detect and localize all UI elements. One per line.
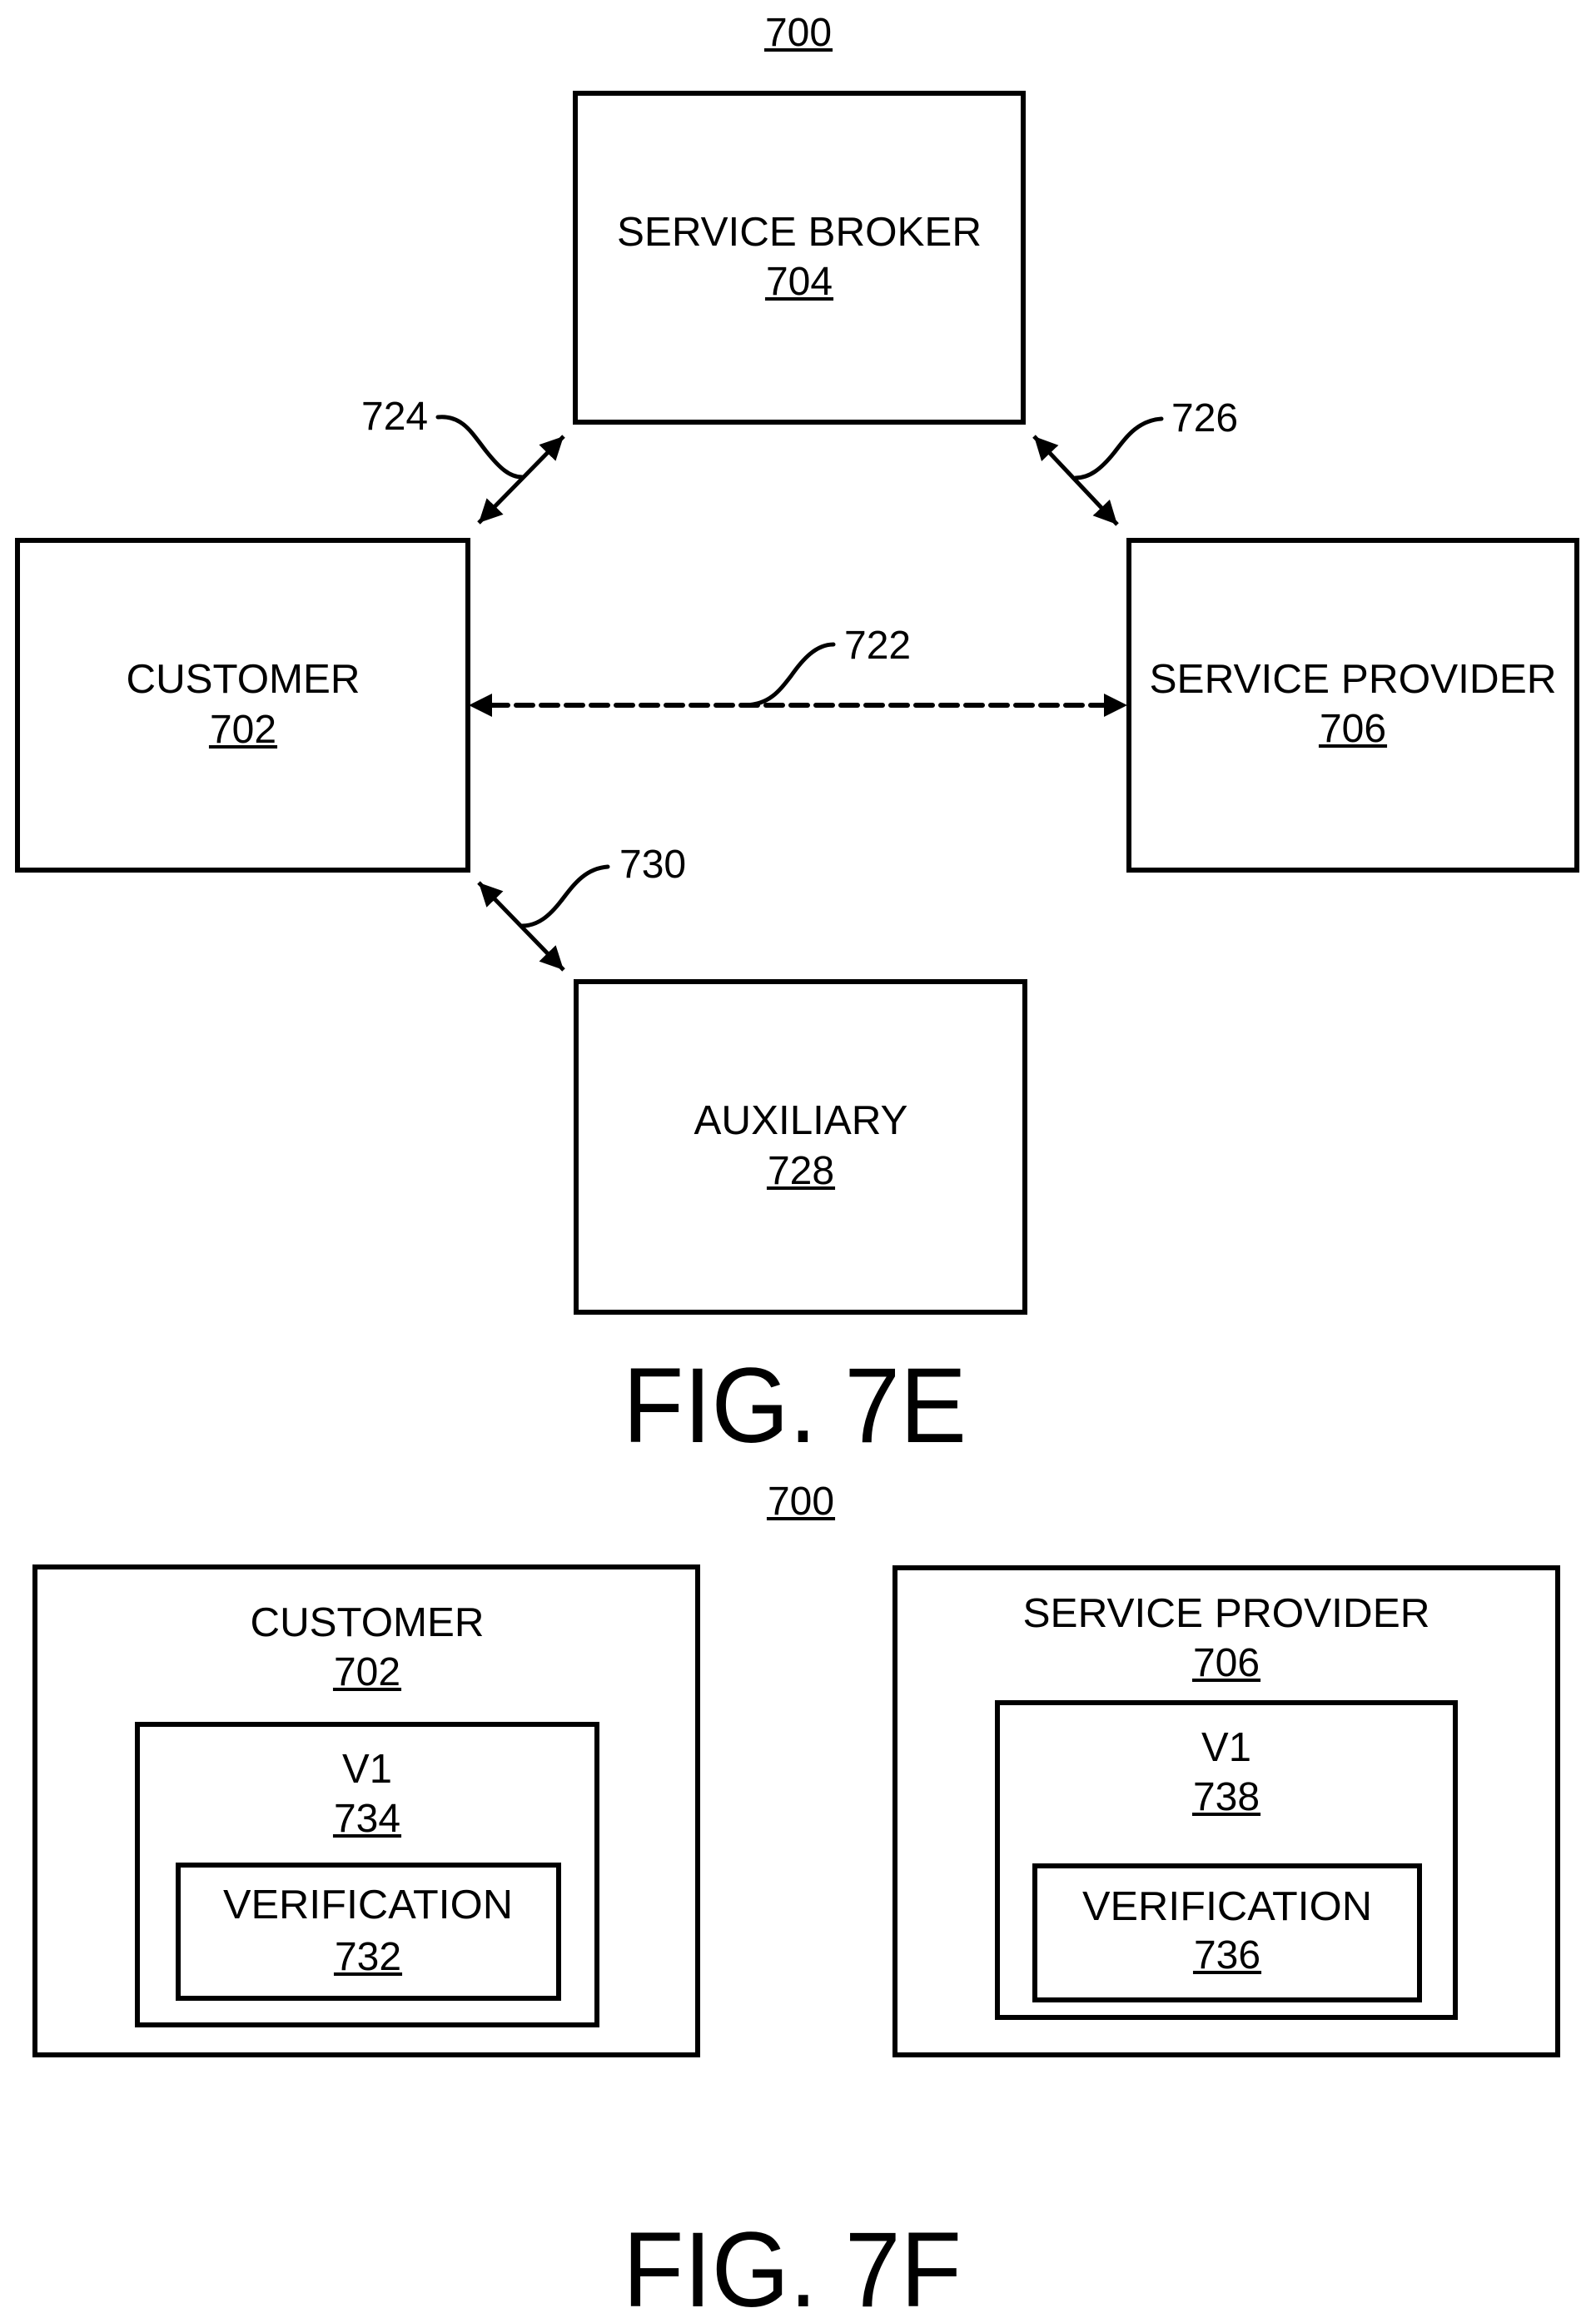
connection-ref-724: 724 <box>361 395 428 439</box>
service-provider-verification-block: VERIFICATION 736 <box>1035 1866 1419 2000</box>
customer-verification-label: VERIFICATION <box>223 1883 513 1928</box>
service-provider-verification-label: VERIFICATION <box>1082 1884 1372 1929</box>
bidirectional-arrow-customer-broker <box>479 436 564 523</box>
customer-v1-label: V1 <box>342 1747 392 1792</box>
service-provider-label-7f: SERVICE PROVIDER <box>1023 1591 1430 1636</box>
connection-730: 730 <box>479 843 686 970</box>
service-provider-container: SERVICE PROVIDER 706 V1 738 VERIFICATION… <box>895 1568 1558 2055</box>
connection-726: 726 <box>1034 396 1238 525</box>
customer-v1-block: V1 734 VERIFICATION 732 <box>137 1724 597 2025</box>
service-provider-v1-label: V1 <box>1201 1725 1251 1770</box>
leader-line-722 <box>746 644 833 705</box>
service-provider-v1-block: V1 738 VERIFICATION 736 <box>997 1703 1455 2017</box>
service-provider-block: SERVICE PROVIDER 706 <box>1129 540 1577 870</box>
arrowhead-left-icon <box>469 694 492 717</box>
arrowhead-right-icon <box>1104 694 1127 717</box>
customer-block: CUSTOMER 702 <box>17 540 468 870</box>
connection-ref-730: 730 <box>619 843 686 887</box>
leader-line-724 <box>438 417 522 477</box>
figure-caption-7e: FIG. 7E <box>623 1346 967 1465</box>
auxiliary-block: AUXILIARY 728 <box>576 982 1025 1312</box>
bidirectional-arrow-broker-provider <box>1034 436 1117 525</box>
customer-verification-block: VERIFICATION 732 <box>178 1865 559 1998</box>
connection-722: 722 <box>469 624 1127 717</box>
auxiliary-label: AUXILIARY <box>694 1098 908 1143</box>
customer-box <box>17 540 468 870</box>
connection-ref-722: 722 <box>844 624 911 668</box>
figure-caption-7f: FIG. 7F <box>623 2211 962 2313</box>
service-broker-block: SERVICE BROKER 704 <box>575 93 1023 422</box>
connection-724: 724 <box>361 395 564 523</box>
connection-ref-726: 726 <box>1171 396 1238 440</box>
leader-line-730 <box>522 867 608 926</box>
service-broker-box <box>575 93 1023 422</box>
figure-7e: 700 SERVICE BROKER 704 CUSTOMER 702 SERV… <box>17 11 1577 1465</box>
customer-container: CUSTOMER 702 V1 734 VERIFICATION 732 <box>35 1567 698 2055</box>
customer-label-7f: CUSTOMER <box>251 1600 485 1645</box>
figure-7f: 700 CUSTOMER 702 V1 734 VERIFICATION 732… <box>35 1480 1558 2313</box>
service-broker-label: SERVICE BROKER <box>617 210 982 255</box>
service-provider-label: SERVICE PROVIDER <box>1150 657 1557 702</box>
leader-line-726 <box>1076 419 1161 478</box>
auxiliary-box <box>576 982 1025 1312</box>
service-provider-box <box>1129 540 1577 870</box>
customer-label: CUSTOMER <box>127 657 360 702</box>
